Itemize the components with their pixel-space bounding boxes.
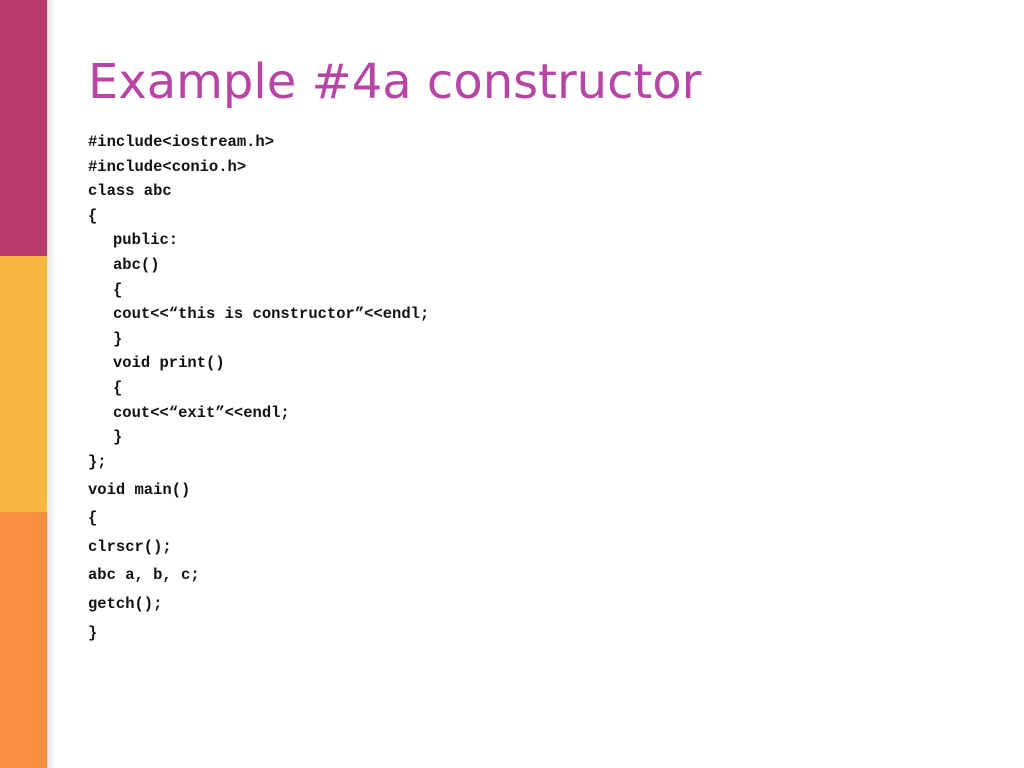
code-line: #include<conio.h> (88, 157, 247, 176)
slide-title: Example #4a constructor (88, 54, 702, 110)
code-line: } (113, 329, 123, 348)
accent-band-magenta (0, 0, 47, 256)
code-line: getch(); (88, 595, 163, 614)
code-line: { (88, 206, 98, 225)
code-block: #include<iostream.h> #include<conio.h> c… (88, 130, 968, 648)
code-line: abc a, b, c; (88, 566, 200, 585)
code-line: abc() (113, 255, 160, 274)
band-shadow (47, 0, 56, 768)
code-line: cout<<“exit”<<endl; (113, 403, 290, 422)
code-line: { (113, 378, 123, 397)
code-line: }; (88, 452, 107, 471)
code-line: clrscr(); (88, 537, 172, 556)
code-line: public: (113, 231, 179, 250)
accent-band-orange (0, 512, 47, 768)
code-line: { (88, 508, 98, 527)
code-line: class abc (88, 182, 172, 201)
accent-band-yellow (0, 256, 47, 512)
code-line: #include<iostream.h> (88, 133, 275, 151)
code-line: void main() (88, 481, 191, 500)
code-line: { (113, 280, 123, 299)
code-line: void print() (113, 354, 225, 373)
code-line: cout<<“this is constructor”<<endl; (113, 305, 430, 324)
code-line: } (113, 428, 123, 447)
code-line: } (88, 624, 98, 642)
